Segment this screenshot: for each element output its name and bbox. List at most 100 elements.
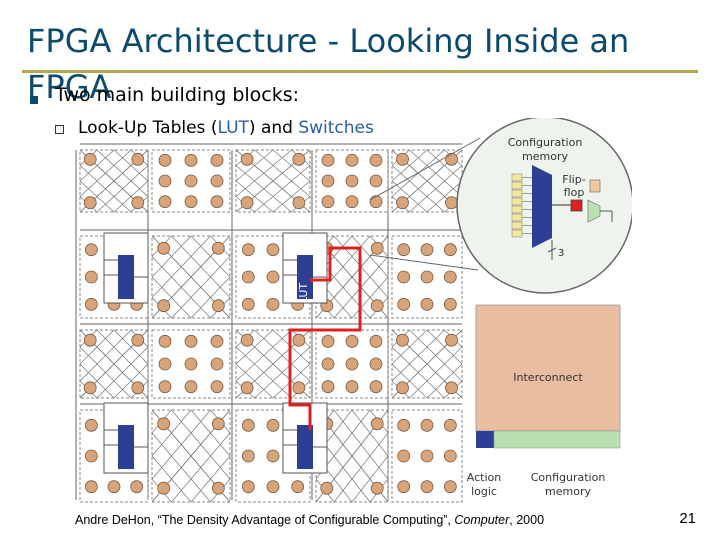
lut-label: LUT [297, 283, 310, 304]
connection-node [320, 481, 334, 495]
connection-node [370, 299, 384, 313]
connection-node [396, 381, 409, 395]
sub-bullet-checkbox-icon [55, 125, 64, 134]
memory-cell [511, 197, 523, 206]
connection-node [83, 152, 97, 166]
fabric-cell [391, 235, 463, 319]
connection-node [158, 195, 172, 209]
connection-node [292, 381, 306, 395]
fpga-architecture-figure: LUT Configuration memory Flip- flop 3 In… [75, 118, 632, 503]
config-memory-bottom-label-line2: memory [545, 485, 591, 498]
connection-node [443, 449, 457, 463]
connection-node [158, 174, 172, 188]
citation: Andre DeHon, “The Density Advantage of C… [75, 513, 544, 527]
connection-node [266, 270, 280, 284]
connection-node [445, 333, 458, 347]
connection-node [291, 480, 305, 494]
connection-node [211, 299, 225, 313]
flip-flop-label-line2: flop [564, 186, 585, 199]
connection-node [210, 334, 224, 348]
connection-node [131, 381, 145, 395]
connection-node [443, 297, 457, 311]
connection-node [84, 480, 98, 494]
connection-node [157, 299, 171, 313]
memory-cell [511, 205, 523, 214]
connection-node [184, 174, 198, 188]
connection-node [266, 449, 280, 463]
connection-node [184, 357, 198, 371]
connection-node [370, 241, 384, 255]
connection-node [184, 195, 198, 209]
connection-node [420, 449, 434, 463]
connection-node [420, 297, 434, 311]
connection-node [211, 417, 225, 431]
connection-node [240, 152, 254, 166]
connection-node [157, 417, 171, 431]
title-divider [22, 70, 698, 73]
routed-path [288, 345, 312, 430]
connection-node [396, 333, 409, 347]
connection-node [158, 357, 172, 371]
connection-node [292, 152, 306, 166]
connection-node [345, 357, 359, 371]
connection-node [396, 196, 409, 210]
connection-node [321, 357, 335, 371]
connection-node [397, 243, 411, 257]
connection-node [321, 195, 335, 209]
connection-node [184, 153, 198, 167]
connection-node [131, 152, 145, 166]
connection-node [345, 334, 359, 348]
connection-node [445, 152, 458, 166]
connection-node [241, 418, 255, 432]
connection-node [210, 153, 224, 167]
connection-node [211, 481, 225, 495]
connection-node [420, 480, 434, 494]
connection-node [210, 380, 224, 394]
connection-node [369, 334, 383, 348]
memory-cell [511, 221, 523, 230]
memory-cell [511, 189, 523, 198]
connection-node [84, 418, 98, 432]
connection-node [321, 334, 335, 348]
connection-node [397, 297, 411, 311]
connection-node [443, 270, 457, 284]
connection-node [321, 174, 335, 188]
connection-node [292, 196, 306, 210]
lut-blocks [103, 232, 328, 474]
sub-bullet-lut: LUT [217, 118, 249, 138]
citation-before: Andre DeHon, “The Density Advantage of C… [75, 513, 455, 527]
action-logic-label-line1: Action [467, 471, 501, 484]
fabric-cell [151, 329, 231, 399]
routed-path-upper [288, 246, 362, 345]
connection-node [241, 480, 255, 494]
connection-node [345, 153, 359, 167]
connection-node [83, 196, 97, 210]
connection-node [131, 333, 145, 347]
slide-title: FPGA Architecture - Looking Inside an FP… [27, 22, 630, 106]
output-mux [587, 199, 601, 223]
connection-node [397, 418, 411, 432]
connection-node [397, 270, 411, 284]
connection-node [420, 243, 434, 257]
connection-node [158, 153, 172, 167]
connection-node [345, 380, 359, 394]
sub-bullet-part2: ) and [248, 118, 299, 138]
connection-node [345, 195, 359, 209]
connection-node [84, 297, 98, 311]
connection-node [84, 270, 98, 284]
flip-flop-bit [570, 199, 583, 212]
memory-cell [511, 229, 523, 238]
connection-node [266, 480, 280, 494]
connection-node [370, 481, 384, 495]
connection-node [84, 449, 98, 463]
multiplexer [532, 165, 552, 248]
connection-node [420, 418, 434, 432]
config-memory-bottom-label-line1: Configuration [531, 471, 606, 484]
fabric-cell [315, 149, 389, 213]
connection-node [266, 243, 280, 257]
sub-bullet-text: Look-Up Tables (LUT) and Switches [78, 118, 374, 138]
connection-node [321, 153, 335, 167]
connection-node [241, 297, 255, 311]
connection-node [84, 243, 98, 257]
connection-node [369, 380, 383, 394]
